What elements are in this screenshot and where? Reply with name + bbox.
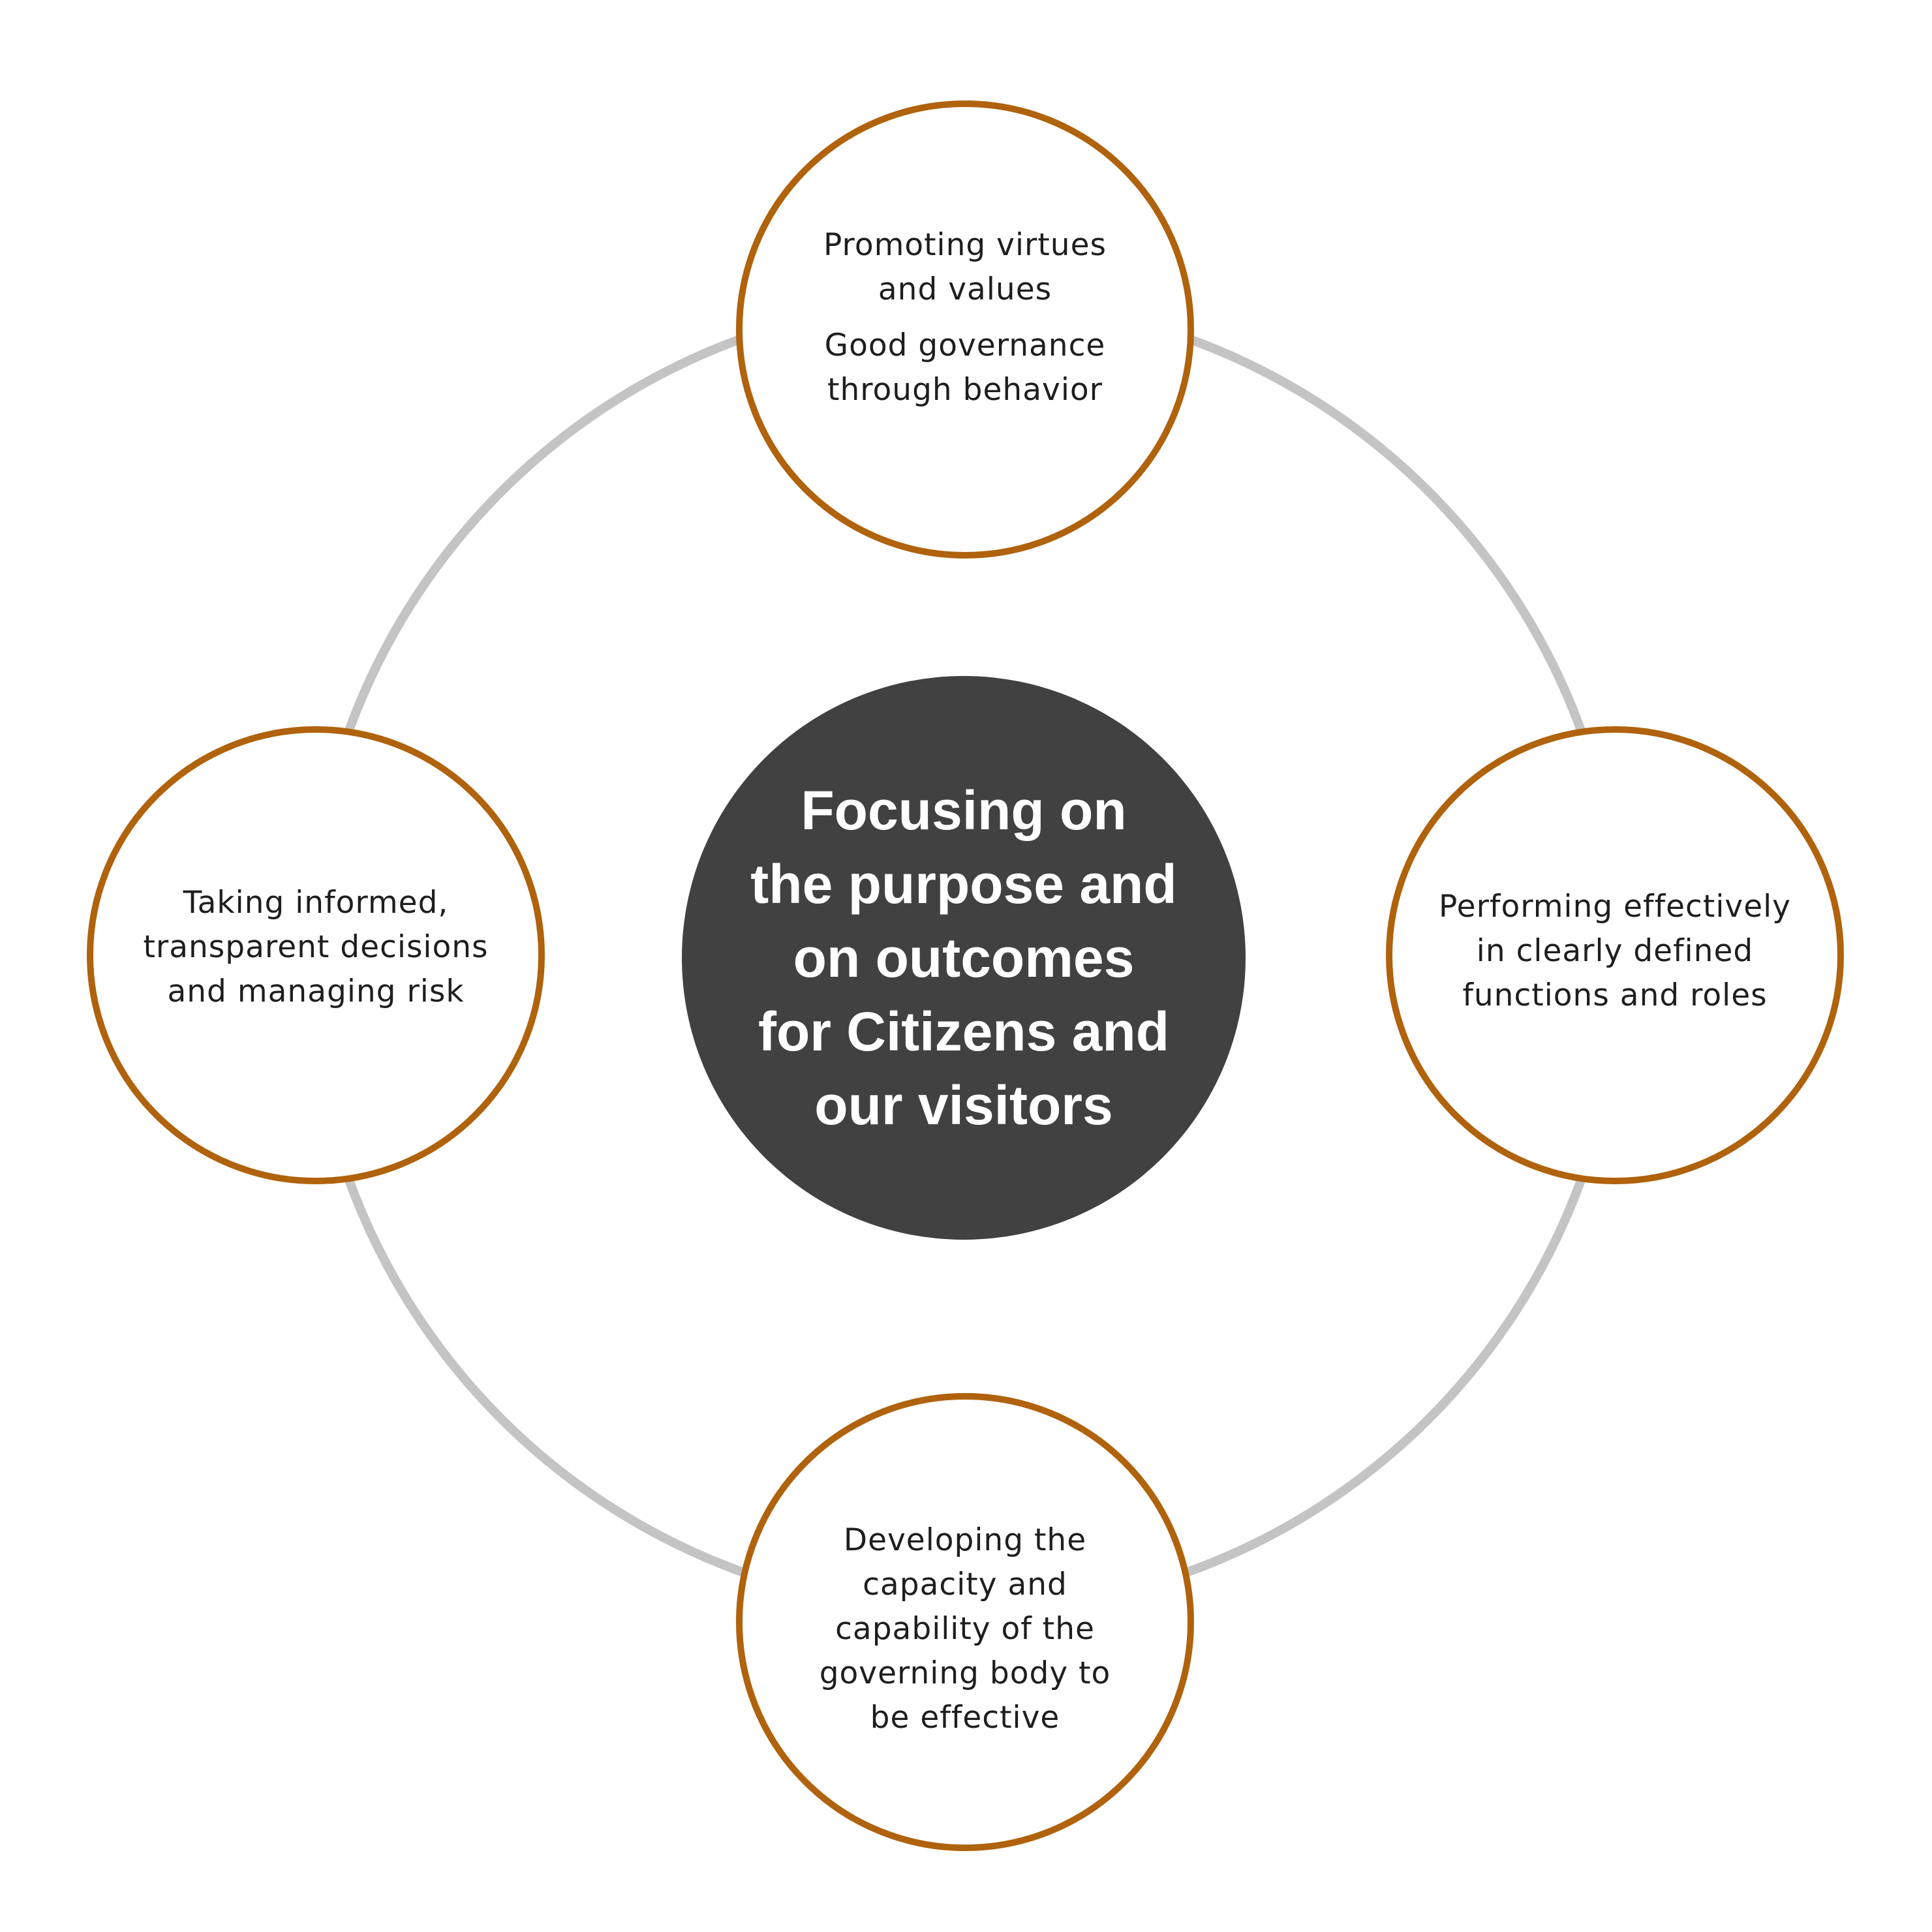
node-top-line-2: and values xyxy=(878,271,1052,307)
node-right-line-3: functions and roles xyxy=(1462,977,1768,1013)
node-right-functions-roles: Performing effectively in clearly define… xyxy=(1386,726,1844,1184)
node-bottom-capacity-capability: Developing the capacity and capability o… xyxy=(736,1393,1194,1851)
node-top-line-1: Promoting virtues xyxy=(823,227,1107,263)
node-top-line-4: through behavior xyxy=(827,372,1103,408)
node-top-virtues-values: Promoting virtues and values Good govern… xyxy=(736,100,1194,559)
node-left-line-3: and managing risk xyxy=(167,974,465,1009)
node-top-group-1: Promoting virtues and values xyxy=(823,223,1107,312)
node-left-line-1: Taking informed, xyxy=(183,885,449,921)
node-top-line-3: Good governance xyxy=(824,328,1106,363)
node-bottom-line-3: capability of the xyxy=(835,1611,1095,1647)
node-bottom-line-2: capacity and xyxy=(863,1567,1067,1602)
center-line-1: Focusing on xyxy=(801,779,1127,841)
center-line-4: for Citizens and xyxy=(758,1000,1170,1062)
node-left-line-2: transparent decisions xyxy=(143,929,489,965)
node-right-line-2: in clearly defined xyxy=(1476,933,1754,969)
node-bottom-line-5: be effective xyxy=(870,1700,1060,1736)
node-top-group-2: Good governance through behavior xyxy=(823,324,1107,412)
center-focus-circle: Focusing on the purpose and on outcomes … xyxy=(682,676,1246,1240)
node-bottom-line-4: governing body to xyxy=(819,1655,1111,1691)
node-bottom-line-1: Developing the xyxy=(843,1522,1087,1558)
node-right-line-1: Performing effectively xyxy=(1439,889,1791,925)
center-line-5: our visitors xyxy=(814,1074,1113,1136)
center-line-3: on outcomes xyxy=(793,927,1135,989)
node-left-decisions-risk: Taking informed, transparent decisions a… xyxy=(87,726,545,1184)
center-line-2: the purpose and xyxy=(750,853,1177,915)
